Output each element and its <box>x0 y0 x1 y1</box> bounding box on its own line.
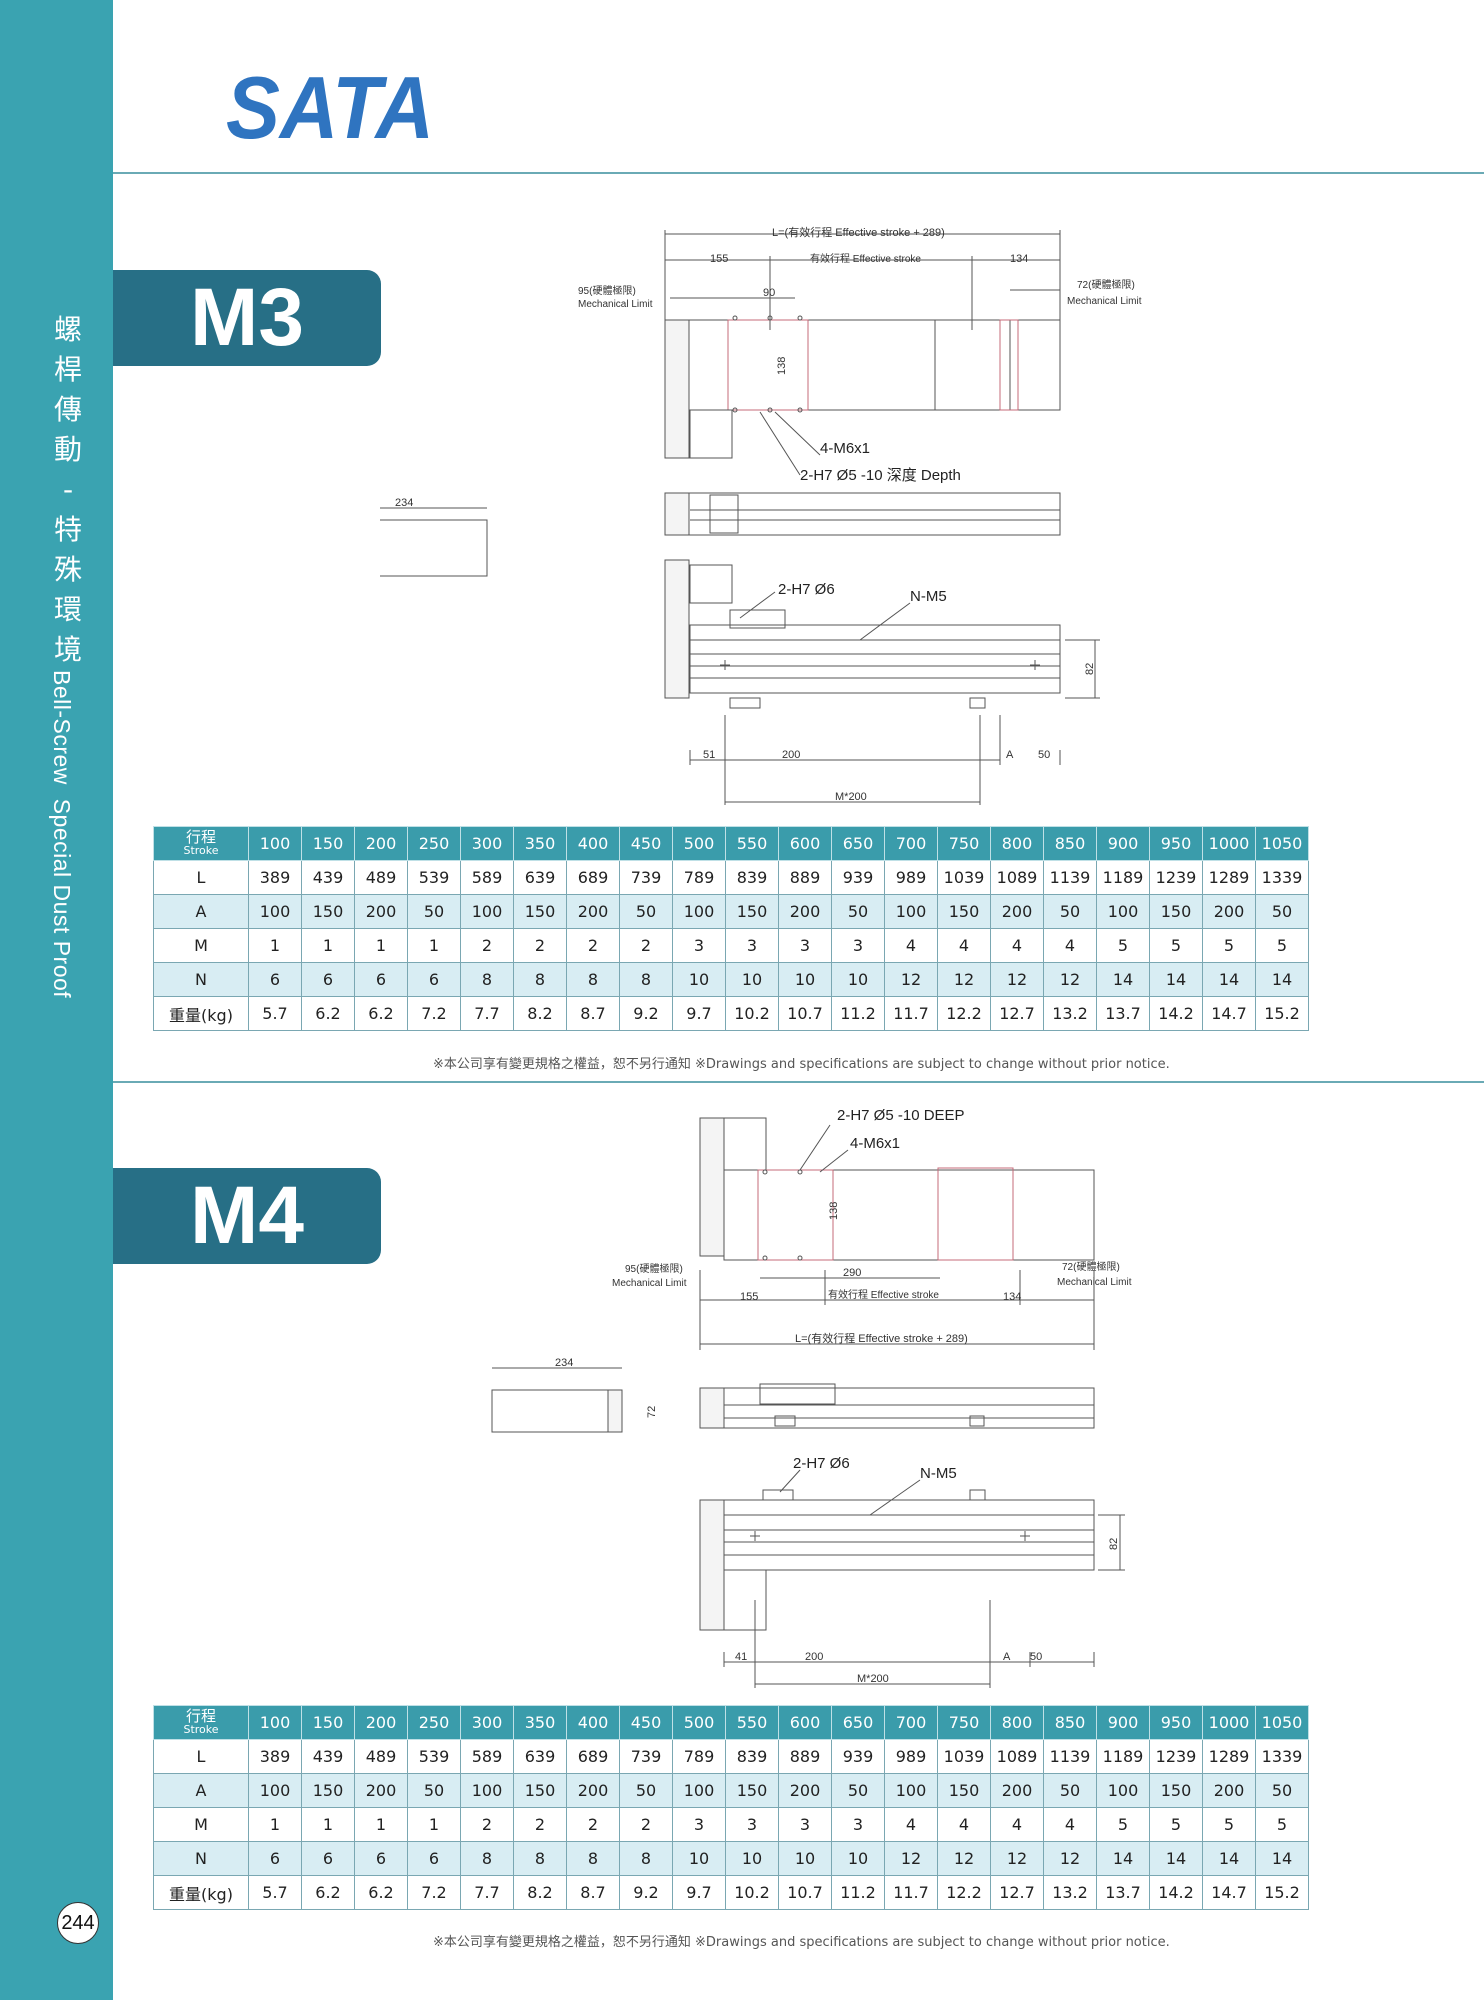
m4-dim-50: 50 <box>1030 1651 1042 1663</box>
sidebar-band: 螺 桿 傳 動 - 特 殊 環 境 Bell-Screw Special Dus… <box>0 0 113 2000</box>
m3-mech-right: Mechanical Limit <box>1067 296 1142 307</box>
m4-total-length: L=(有效行程 Effective stroke + 289) <box>795 1331 968 1345</box>
m4-dim-155: 155 <box>740 1291 758 1303</box>
m4-dim-a: A <box>1003 1651 1011 1663</box>
m4-dim-234: 234 <box>555 1357 573 1369</box>
m4-dim-41: 41 <box>735 1651 747 1663</box>
m3-mech-right-val: 72(硬體極限) <box>1077 278 1135 291</box>
m4-technical-drawing: 2-H7 Ø5 -10 DEEP 4-M6x1 138 95(硬體極限) Mec… <box>491 1107 1132 1688</box>
m4-mech-left: Mechanical Limit <box>612 1278 687 1289</box>
model-tag-m3: M3 <box>113 270 381 366</box>
m4-mech-left-val: 95(硬體極限) <box>625 1262 683 1275</box>
m3-tap-label: 4-M6x1 <box>820 440 870 457</box>
m3-dim-50: 50 <box>1038 749 1050 761</box>
m3-pin-label: 2-H7 Ø6 <box>778 581 835 598</box>
m3-notice: ※本公司享有變更規格之權益，恕不另行通知 ※Drawings and speci… <box>433 1057 1170 1072</box>
m4-tap-label: 4-M6x1 <box>850 1135 900 1152</box>
m3-mech-left-val: 95(硬體極限) <box>578 284 636 297</box>
m4-dim-200: 200 <box>805 1651 823 1663</box>
m3-dim-51: 51 <box>703 749 715 761</box>
sidebar-title-en: Bell-Screw Special Dust Proof <box>49 670 75 999</box>
m4-mech-right-val: 72(硬體極限) <box>1062 1260 1120 1273</box>
m3-dim-200: 200 <box>782 749 800 761</box>
m3-dim-234: 234 <box>395 497 413 509</box>
m4-hole-label: 2-H7 Ø5 -10 DEEP <box>837 1107 965 1124</box>
m3-dim-134: 134 <box>1010 253 1028 265</box>
m3-total-length: L=(有效行程 Effective stroke + 289) <box>772 225 945 239</box>
m3-mech-left: Mechanical Limit <box>578 299 653 310</box>
logo-text: SATA <box>226 68 434 144</box>
m4-stroke-label: 有效行程 Effective stroke <box>828 1288 939 1301</box>
m3-dim-82: 82 <box>1084 663 1096 675</box>
m3-dim-155: 155 <box>710 253 728 265</box>
m3-dim-a: A <box>1006 749 1014 761</box>
m4-notice: ※本公司享有變更規格之權益，恕不另行通知 ※Drawings and speci… <box>433 1935 1170 1950</box>
m4-nm5-label: N-M5 <box>920 1465 957 1482</box>
section-divider <box>113 1081 1484 1083</box>
m3-stroke-label: 有效行程 Effective stroke <box>810 252 921 265</box>
m3-dim-138: 138 <box>776 357 788 375</box>
m3-technical-drawing: L=(有效行程 Effective stroke + 289) 155 有效行程… <box>380 225 1142 805</box>
m4-dim-72: 72 <box>646 1406 658 1418</box>
sata-logo: SATA <box>226 68 434 144</box>
m4-dim-138: 138 <box>828 1202 840 1220</box>
page-number: 244 <box>57 1902 99 1944</box>
m3-dim-90: 90 <box>763 287 775 299</box>
m4-dim-82: 82 <box>1108 1538 1120 1550</box>
m4-dim-290: 290 <box>843 1267 861 1279</box>
m4-dim-134: 134 <box>1003 1291 1021 1303</box>
m4-dim-m200: M*200 <box>857 1673 889 1685</box>
m3-nm5-label: N-M5 <box>910 588 947 605</box>
m3-dim-m200: M*200 <box>835 791 867 803</box>
model-tag-m4: M4 <box>113 1168 381 1264</box>
m3-hole-label: 2-H7 Ø5 -10 深度 Depth <box>800 467 961 484</box>
m4-pin-label: 2-H7 Ø6 <box>793 1455 850 1472</box>
header-divider <box>113 172 1484 174</box>
sidebar-title-cn: 螺 桿 傳 動 - 特 殊 環 境 <box>53 313 82 666</box>
